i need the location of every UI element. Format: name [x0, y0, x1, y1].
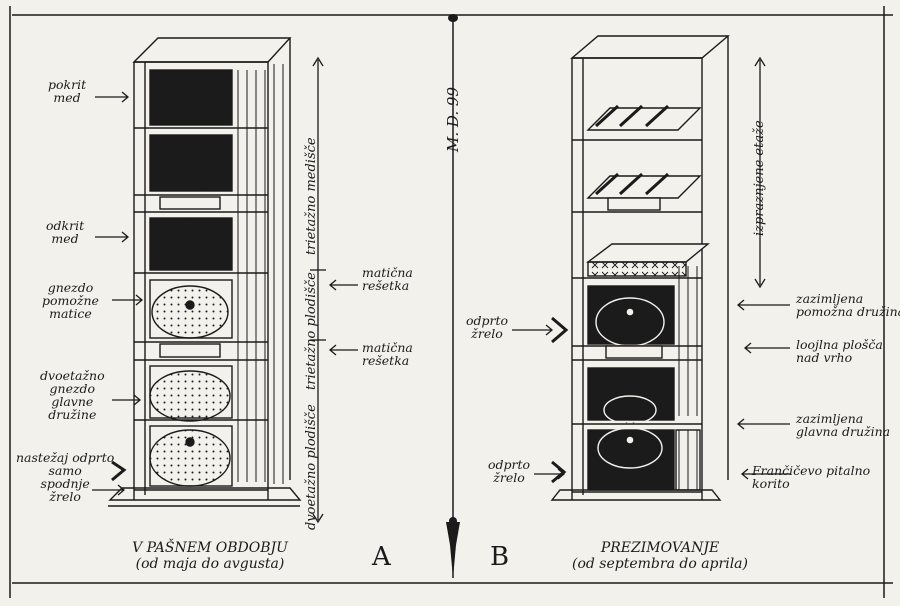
center-mark: M. D. 99	[444, 87, 462, 152]
label-main-nest: dvoetažno gnezdo glavne družine	[40, 369, 105, 421]
label-open-entrance-upper: odprto žrelo	[466, 314, 508, 340]
hive-b	[552, 36, 728, 500]
label-wintered-aux-colony: zazimljena pomožna družina	[796, 292, 900, 318]
panel-b-letter: B	[490, 542, 509, 572]
label-entrance-note: nastežaj odprto samo spodnje žrelo	[16, 451, 114, 503]
label-queen-excluder-bottom: matična rešetka	[362, 341, 413, 367]
label-emptied-storeys: izpraznjene etaže	[752, 120, 767, 236]
label-covered-honey: pokrit med	[48, 78, 86, 104]
label-feeder: Frančičevo pitalno korito	[752, 464, 870, 490]
label-wax-board: loojlna plošča nad vrho	[796, 338, 883, 364]
panel-a-caption: V PAŠNEM OBDOBJU (od maja do avgusta)	[110, 540, 310, 572]
label-auxiliary-nest: gnezdo pomožne matice	[42, 281, 99, 320]
panel-a-letter: A	[372, 542, 391, 572]
span-honey-super: trietažno medišče	[304, 137, 319, 255]
label-queen-excluder-top: matična rešetka	[362, 266, 413, 292]
label-uncovered-honey: odkrit med	[46, 219, 84, 245]
span-brood-bottom: dvoetažno plodišče	[304, 404, 319, 530]
panel-b-caption: PREZIMOVANJE (od septembra do aprila)	[540, 540, 780, 572]
label-wintered-main-colony: zazimljena glavna družina	[796, 412, 890, 438]
hive-a	[108, 38, 300, 506]
label-open-entrance-lower: odprto žrelo	[488, 458, 530, 484]
span-brood-top: trietažno plodišče	[304, 272, 319, 390]
